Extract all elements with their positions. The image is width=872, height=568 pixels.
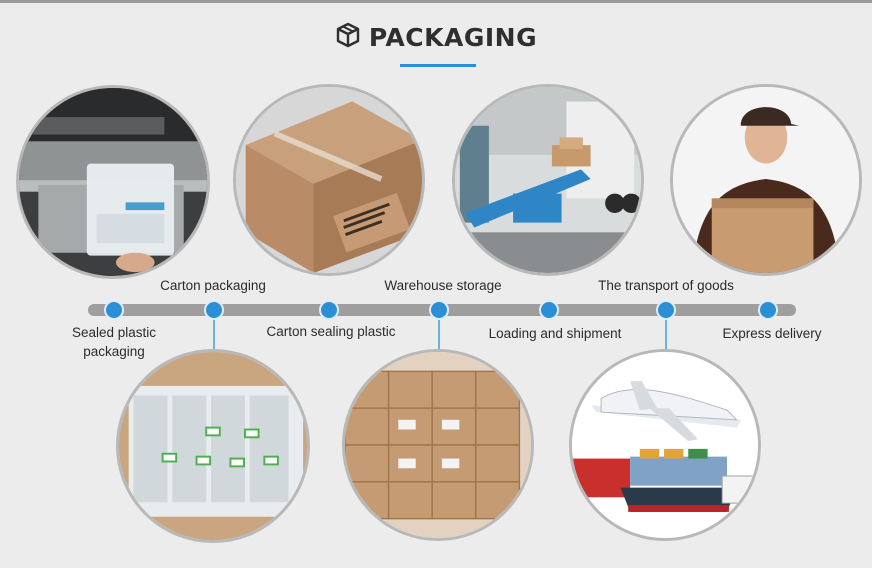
title-underline — [400, 64, 476, 67]
timeline-dot — [104, 300, 124, 320]
photo-sealing-machine — [16, 85, 210, 279]
connector-line — [665, 318, 667, 350]
photo-delivery-man — [670, 84, 862, 276]
photo-transport-vehicles — [569, 349, 761, 541]
step-label-sealed-plastic: Sealed plastic packaging — [62, 323, 166, 361]
timeline-dot — [319, 300, 339, 320]
photo-stacked-cartons — [342, 349, 534, 541]
top-border — [0, 0, 872, 3]
step-label-line: packaging — [83, 344, 145, 359]
connector-line — [438, 318, 440, 350]
timeline-dot — [204, 300, 224, 320]
timeline-dot — [429, 300, 449, 320]
step-label-warehouse-storage: Warehouse storage — [384, 278, 502, 293]
timeline-dot — [539, 300, 559, 320]
box-icon — [335, 22, 361, 53]
photo-carton-box — [233, 84, 425, 276]
timeline-dot — [656, 300, 676, 320]
step-label-carton-sealing: Carton sealing plastic — [266, 324, 396, 339]
photo-warehouse-loading — [452, 84, 644, 276]
step-label-loading-shipment: Loading and shipment — [488, 326, 622, 341]
page-header: PACKAGING — [0, 22, 872, 53]
connector-line — [213, 318, 215, 368]
step-label-transport: The transport of goods — [598, 278, 734, 293]
photo-plastic-bags — [116, 349, 310, 543]
page-title: PACKAGING — [368, 23, 538, 52]
timeline-dot — [758, 300, 778, 320]
step-label-line: Sealed plastic — [71, 325, 157, 340]
step-label-express-delivery: Express delivery — [722, 326, 822, 341]
step-label-carton-packaging: Carton packaging — [160, 278, 266, 293]
